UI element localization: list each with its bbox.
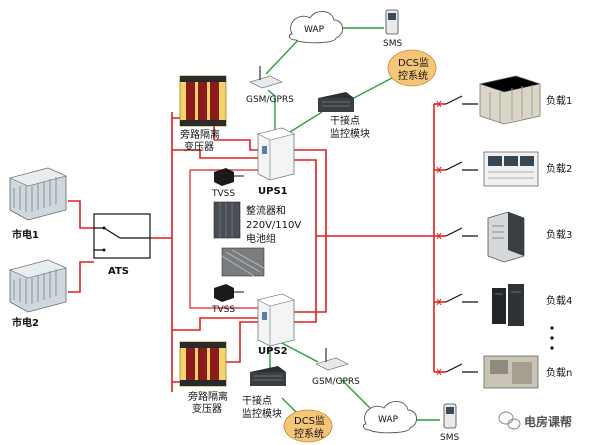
transformer-top-icon xyxy=(179,75,227,127)
comm-contact-dcs-bot xyxy=(281,397,299,415)
comm-ups2-gsm xyxy=(279,341,319,363)
comm-gsm-wap-top xyxy=(265,37,301,75)
line-bypass-bot-out xyxy=(214,321,260,363)
rectifier-label-3: 电池组 xyxy=(246,232,276,245)
comm-ups1-gsm xyxy=(267,89,276,130)
battery-bank-icon xyxy=(221,247,265,277)
switch-load4 xyxy=(445,293,478,303)
ups2-label: UPS2 xyxy=(258,346,288,357)
line-ups1-out xyxy=(292,149,327,236)
line-ups1-in xyxy=(172,149,258,159)
switch-load1 xyxy=(445,95,478,105)
ats-switch xyxy=(93,213,151,259)
load1-cabinet-icon xyxy=(478,75,542,125)
grid1-label: 市电1 xyxy=(12,228,39,241)
switch-loadn xyxy=(445,363,478,373)
line-bypass-top-out xyxy=(214,139,260,151)
contact-top-label-2: 监控模块 xyxy=(330,127,370,140)
load2-rack-icon xyxy=(483,151,539,187)
tvss-bottom-icon xyxy=(214,284,244,302)
comm-ups1-contact xyxy=(289,111,323,133)
line-grid1-ats xyxy=(68,200,94,229)
grid2-label: 市电2 xyxy=(12,316,39,329)
loadn-equipment-icon xyxy=(483,355,539,389)
sms-bottom-label: SMS xyxy=(440,433,459,443)
contact-bottom-label-1: 干接点 xyxy=(242,394,272,407)
wap-bottom-label: WAP xyxy=(378,415,399,425)
wap-top-label: WAP xyxy=(304,25,325,35)
grid1-cabinet-icon xyxy=(9,167,67,221)
ups1-label: UPS1 xyxy=(258,186,288,197)
ats-label: ATS xyxy=(108,266,129,277)
contact-module-top-icon xyxy=(318,92,354,112)
line-ups1-out2 xyxy=(292,159,317,236)
contact-bottom-label-2: 监控模块 xyxy=(242,407,282,420)
load4-label: 负载4 xyxy=(546,294,572,307)
wap-top-cloud-icon xyxy=(288,11,343,44)
transformer-top-label-1: 旁路隔离 xyxy=(180,128,220,141)
switch-load3 xyxy=(445,227,478,237)
rectifier-cabinet-icon xyxy=(213,201,241,239)
load-ellipsis-dots xyxy=(550,326,554,350)
dcs-top-label-2: 控系统 xyxy=(398,69,428,82)
dcs-bottom-label-2: 控系统 xyxy=(294,427,324,440)
contact-module-bottom-icon xyxy=(250,366,286,386)
load2-label: 负载2 xyxy=(546,162,572,175)
dcs-top-badge xyxy=(387,49,437,87)
tvss-bottom-label: TVSS xyxy=(211,305,235,315)
transformer-bottom-label-1: 旁路隔离 xyxy=(188,390,228,403)
gsm-bottom-label: GSM/GPRS xyxy=(312,377,360,387)
line-ups2-out xyxy=(292,236,327,313)
comm-contact-dcs-top xyxy=(349,77,393,101)
rectifier-label-2: 220V/110V xyxy=(246,220,301,231)
gsm-top-label: GSM/GPRS xyxy=(246,95,294,105)
load3-server-icon xyxy=(487,211,525,263)
comm-gsm-wap-bot xyxy=(339,377,371,409)
wap-bottom-cloud-icon xyxy=(362,401,417,434)
watermark-text: 电房课帮 xyxy=(524,414,572,429)
transformer-top-label-2: 变压器 xyxy=(184,140,214,153)
tvss-top-label: TVSS xyxy=(211,189,235,199)
transformer-bottom-label-2: 变压器 xyxy=(192,402,222,415)
load3-label: 负载3 xyxy=(546,228,572,241)
grid2-cabinet-icon xyxy=(9,259,67,313)
gsm-modem-bottom-icon xyxy=(315,348,349,371)
switch-load2 xyxy=(445,161,478,171)
sms-bottom-phone-icon xyxy=(443,403,457,429)
sms-top-label: SMS xyxy=(383,39,402,49)
ups1-unit-icon xyxy=(257,127,295,181)
line-ups2-aux xyxy=(189,280,258,309)
ups2-unit-icon xyxy=(257,293,295,347)
branch-ticks xyxy=(436,100,442,376)
dcs-top-label-1: DCS监 xyxy=(398,56,429,69)
load1-label: 负载1 xyxy=(546,94,572,107)
line-grid2-ats xyxy=(68,261,94,293)
loadn-label: 负载n xyxy=(546,366,572,379)
sms-top-phone-icon xyxy=(385,9,399,35)
dcs-bottom-badge xyxy=(283,409,333,443)
tvss-top-icon xyxy=(214,168,244,186)
dcs-bottom-label-1: DCS监 xyxy=(294,414,325,427)
gsm-modem-top-icon xyxy=(249,66,283,89)
line-ups2-out2 xyxy=(292,236,317,323)
load4-server-icon xyxy=(492,284,524,326)
line-ups2-in xyxy=(172,317,258,331)
rectifier-label-1: 整流器和 xyxy=(246,204,286,217)
contact-top-label-1: 干接点 xyxy=(330,114,360,127)
wechat-logo-icon xyxy=(498,411,521,430)
transformer-bottom-icon xyxy=(179,341,227,387)
